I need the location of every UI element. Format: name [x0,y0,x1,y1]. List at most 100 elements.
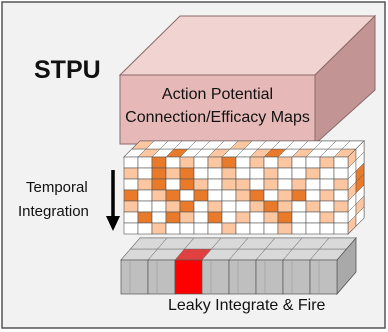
grid-cell [137,211,153,224]
grid-cell [305,167,321,180]
grid-cell [333,167,349,180]
grid-cell [151,189,167,202]
grid-cell [207,200,223,213]
grid-cell [305,222,321,235]
grid-cell [263,211,279,224]
grid-cell [165,200,181,213]
grid-cell [137,222,153,235]
grid-cell [305,156,321,169]
grid-cell [179,178,195,191]
grid-cell [249,167,265,180]
grid-cell [151,200,167,213]
grid-cell [221,200,237,213]
grid-cell [151,156,167,169]
grid-cell [123,178,139,191]
grid-cell [291,167,307,180]
grid-cell [277,222,293,235]
grid-cell [151,211,167,224]
grid-cell [235,167,251,180]
leaky-integrate-fire-block [120,236,357,296]
grid-cell [319,156,335,169]
lif-cell-firing [174,259,203,295]
grid-cell [291,156,307,169]
grid-cell [263,189,279,202]
grid-cell [137,178,153,191]
temporal-label-line1: Temporal [26,179,88,196]
grid-cell [305,178,321,191]
grid-cell [263,200,279,213]
grid-cell [193,156,209,169]
grid-cell [235,211,251,224]
grid-cell [319,178,335,191]
lif-top-cells [120,237,357,261]
efficacy-block-front-face [119,74,316,145]
grid-cell [277,156,293,169]
grid-cell [319,167,335,180]
grid-cell [319,211,335,224]
grid-cell [165,189,181,202]
grid-cell [137,200,153,213]
grid-cell [221,178,237,191]
grid-cell [179,156,195,169]
grid-cell [179,200,195,213]
grid-cell [179,189,195,202]
grid-cell [291,178,307,191]
grid-cell [333,200,349,213]
grid-cell [151,167,167,180]
grid-cell [249,200,265,213]
grid-cell [305,189,321,202]
grid-cell [165,178,181,191]
grid-cell [277,167,293,180]
lif-cell [282,259,311,295]
arrow-head [106,216,120,231]
grid-cell [165,167,181,180]
grid-cell [249,178,265,191]
grid-cell [123,222,139,235]
lif-cell [120,259,149,295]
grid-cell [221,211,237,224]
grid-cell [193,189,209,202]
grid-cell [263,178,279,191]
grid-cell [123,189,139,202]
grid-cell [305,200,321,213]
grid-cell [277,211,293,224]
grid-side-cells [347,140,365,235]
grid-cell [221,189,237,202]
grid-cell [207,222,223,235]
grid-cell [305,211,321,224]
grid-cell [179,211,195,224]
grid-cell [333,189,349,202]
grid-cell [333,211,349,224]
temporal-label-line2: Integration [18,203,89,220]
temporal-integration-arrow [106,170,120,231]
grid-cell [165,222,181,235]
grid-cell [277,178,293,191]
grid-cell [277,200,293,213]
grid-cell [263,156,279,169]
efficacy-block-label-line2: Connection/Efficacy Maps [125,109,310,126]
grid-front-cells [123,156,349,235]
grid-cell [333,156,349,169]
grid-cell [151,222,167,235]
grid-cell [249,211,265,224]
grid-cell [319,200,335,213]
diagram-title: STPU [34,56,101,84]
grid-cell [123,167,139,180]
grid-cell [137,189,153,202]
grid-cell [193,200,209,213]
lif-cell [147,259,176,295]
grid-cell [221,156,237,169]
grid-cell [249,189,265,202]
lif-label: Leaky Integrate & Fire [168,297,326,314]
grid-cell [207,156,223,169]
grid-cell [249,222,265,235]
grid-cell [263,167,279,180]
lif-front-cells [120,259,338,295]
grid-cell [291,189,307,202]
grid-cell [221,167,237,180]
grid-cell [179,167,195,180]
grid-top-cells [123,140,365,158]
grid-cell [333,222,349,235]
grid-cell [319,189,335,202]
